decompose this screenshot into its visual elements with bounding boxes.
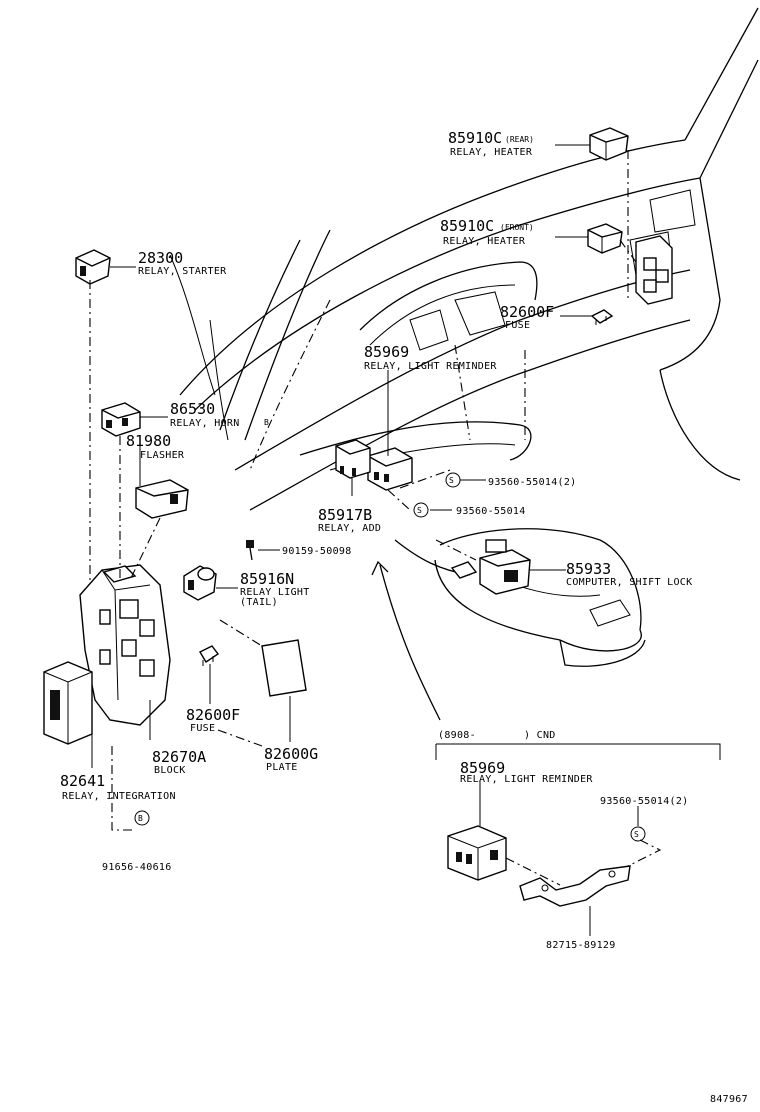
symbol-marks: S S B S B bbox=[134, 418, 646, 842]
part-name-block: BLOCK bbox=[154, 765, 186, 776]
part-name-flasher: FLASHER bbox=[140, 450, 185, 461]
part-number-85969-main: 85969 bbox=[364, 343, 409, 361]
fuse-lower-icon bbox=[199, 645, 220, 666]
part-name-light-reminder-inset: RELAY, LIGHT REMINDER bbox=[460, 774, 593, 785]
part-name-starter-relay: RELAY, STARTER bbox=[138, 266, 227, 277]
part-name-fuse-lower: FUSE bbox=[190, 723, 215, 734]
part-name-add-relay: RELAY, ADD bbox=[318, 523, 381, 534]
part-name-fuse-upper: FUSE bbox=[505, 320, 530, 331]
part-number-82600f-upper: 82600F bbox=[500, 303, 554, 321]
part-name-horn-relay: RELAY, HORN bbox=[170, 418, 240, 429]
arrow-icon bbox=[371, 560, 441, 721]
part-number-82715-89129: 82715-89129 bbox=[546, 940, 616, 951]
part-number-85910c-rear: 85910C bbox=[448, 129, 502, 147]
inset-bracket-icon bbox=[519, 865, 631, 907]
locator-lines bbox=[89, 150, 662, 886]
part-name-heater-relay-front: RELAY, HEATER bbox=[443, 236, 526, 247]
bolt-icon bbox=[246, 540, 254, 561]
part-qualifier-front: (FRONT) bbox=[500, 223, 534, 232]
horn-mark: B bbox=[264, 418, 269, 427]
part-number-85910c-front: 85910C bbox=[440, 217, 494, 235]
labels: 85910C (REAR) RELAY, HEATER 85910C (FRON… bbox=[60, 129, 748, 1105]
part-name-light-reminder-main: RELAY, LIGHT REMINDER bbox=[364, 361, 497, 372]
add-relay-icon bbox=[335, 439, 371, 479]
heater-relay-rear-icon bbox=[589, 127, 629, 161]
part-number-82641: 82641 bbox=[60, 772, 105, 790]
part-number-82600g: 82600G bbox=[264, 745, 318, 763]
integration-relay-icon bbox=[43, 661, 93, 745]
part-name-integration-relay: RELAY, INTEGRATION bbox=[62, 791, 176, 802]
part-number-85969-inset: 85969 bbox=[460, 759, 505, 777]
starter-relay-icon bbox=[75, 249, 111, 285]
part-number-91656-40616: 91656-40616 bbox=[102, 862, 172, 873]
s-mark-1: S bbox=[449, 476, 454, 485]
part-qualifier-rear: (REAR) bbox=[505, 135, 534, 144]
inset-range-start: (8908- bbox=[438, 730, 476, 741]
part-number-90159-50098: 90159-50098 bbox=[282, 546, 352, 557]
part-name-heater-relay-rear: RELAY, HEATER bbox=[450, 147, 533, 158]
part-name-shift-lock-computer: COMPUTER, SHIFT LOCK bbox=[566, 577, 692, 588]
inset-relay-icon bbox=[447, 825, 507, 881]
heater-relay-front-icon bbox=[587, 223, 623, 254]
part-number-93560-55014-2-inset: 93560-55014(2) bbox=[600, 796, 689, 807]
fuse-upper-icon bbox=[590, 309, 614, 325]
part-number-85917b: 85917B bbox=[318, 506, 372, 524]
inset-range-end: ) CND bbox=[524, 730, 556, 741]
b-mark: B bbox=[138, 814, 143, 823]
part-number-93560-55014: 93560-55014 bbox=[456, 506, 526, 517]
part-number-85933: 85933 bbox=[566, 560, 611, 578]
part-number-81980: 81980 bbox=[126, 432, 171, 450]
part-number-86530: 86530 bbox=[170, 400, 215, 418]
part-glyphs bbox=[43, 127, 673, 907]
dashboard-outline bbox=[169, 7, 759, 667]
diagram-code: 847967 bbox=[710, 1094, 748, 1105]
relay-socket-cluster-icon bbox=[635, 235, 673, 305]
leader-lines bbox=[91, 144, 721, 936]
shift-lock-computer-icon bbox=[450, 539, 531, 595]
light-reminder-relay-icon bbox=[367, 447, 413, 491]
part-number-82670a: 82670A bbox=[152, 748, 206, 766]
horn-relay-icon bbox=[101, 402, 141, 437]
flasher-icon bbox=[135, 479, 189, 519]
junction-block-icon bbox=[79, 564, 171, 726]
part-name-tail-relay: RELAY LIGHT bbox=[240, 587, 310, 598]
part-number-85916n: 85916N bbox=[240, 570, 294, 588]
part-number-82600f-lower: 82600F bbox=[186, 706, 240, 724]
tail-relay-icon bbox=[183, 565, 217, 601]
part-name-plate: PLATE bbox=[266, 762, 298, 773]
plate-icon bbox=[261, 639, 307, 697]
s-mark-2: S bbox=[417, 506, 422, 515]
s-mark-3: S bbox=[634, 830, 639, 839]
part-number-93560-55014-2-main: 93560-55014(2) bbox=[488, 477, 577, 488]
part-number-28300: 28300 bbox=[138, 249, 183, 267]
part-qualifier-tail: (TAIL) bbox=[240, 597, 278, 608]
